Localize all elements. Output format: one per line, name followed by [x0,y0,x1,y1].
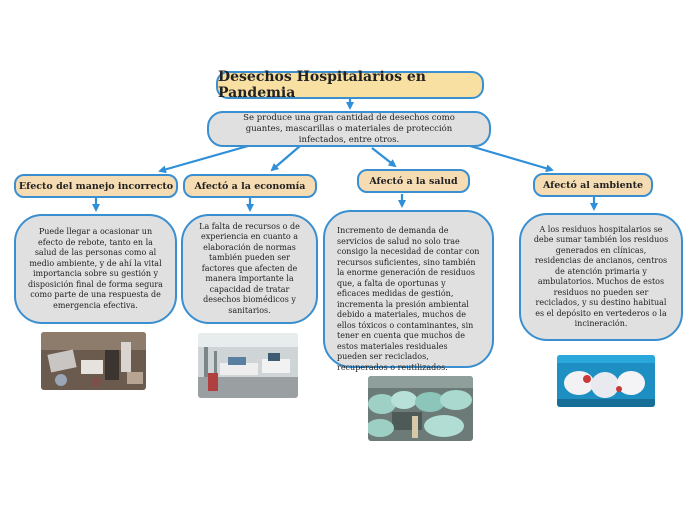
photo-hospital-waste-floor [41,332,146,390]
photo-hospital-corridor [198,333,298,398]
card-economia-text: La falta de recursos o de experiencia en… [199,221,300,315]
category-salud: Afectó a la salud [357,169,470,193]
category-manejo-incorrecto: Efecto del manejo incorrecto [14,174,178,198]
photo-waste-container [557,355,655,407]
map-title: Desechos Hospitalarios en Pandemia [216,69,484,101]
card-ambiente: A los residuos hospitalarios se debe sum… [519,213,683,341]
card-economia: La falta de recursos o de experiencia en… [181,214,318,324]
card-manejo-text: Puede llegar a ocasionar un efecto de re… [28,227,163,310]
category-economia: Afectó a la economía [183,174,317,198]
photo-waste-bags-storage [368,376,473,441]
arrow-intro-to-economia [270,145,301,172]
card-salud: Incremento de demanda de servicios de sa… [323,210,494,372]
card-salud-text: Incremento de demanda de servicios de sa… [337,226,480,372]
category-ambiente: Afectó al ambiente [533,173,653,197]
arrow-intro-to-ambiente [469,144,554,173]
arrow-intro-to-salud [371,147,397,168]
card-ambiente-text: A los residuos hospitalarios se debe sum… [533,224,669,329]
card-manejo-incorrecto: Puede llegar a ocasionar un efecto de re… [14,214,177,324]
intro-box: Se produce una gran cantidad de desechos… [207,111,491,147]
